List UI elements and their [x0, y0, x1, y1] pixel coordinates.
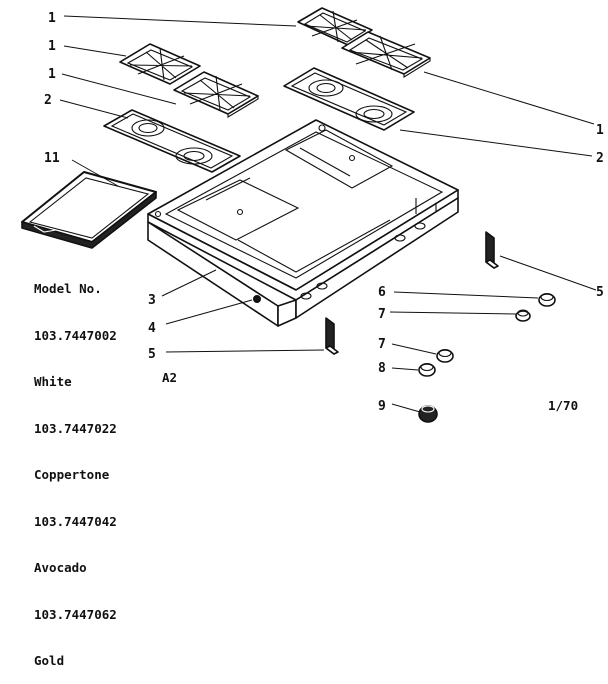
- model-line-8: Gold: [34, 653, 65, 668]
- model-heading: Model No.: [34, 281, 102, 296]
- callout-frame: 3: [148, 293, 156, 308]
- model-line-6: Avocado: [34, 560, 87, 575]
- model-line-4: Coppertone: [34, 467, 110, 482]
- callout-grate-right-top: 1: [48, 11, 56, 26]
- model-line-1: 103.7447002: [34, 327, 117, 343]
- callout-knob-b: 7: [378, 307, 386, 322]
- model-line-2: White: [34, 374, 72, 389]
- clip-part: [253, 295, 261, 303]
- exploded-parts-diagram: 1 1 1 2 11 1 2 3 4 5 5 6 7 7 8 9: [21, 7, 604, 423]
- callout-clip: 4: [148, 321, 156, 336]
- callout-burner-pan-left: 2: [44, 93, 52, 108]
- burner-pan-left: [103, 109, 241, 173]
- callout-knob-e: 9: [378, 399, 386, 414]
- model-info-block: Model No. 103.7447002 White 103.7447022 …: [34, 250, 117, 684]
- callout-burner-pan-right: 2: [596, 151, 604, 166]
- bracket-left-part: [325, 317, 339, 355]
- callout-grate-left-upper: 1: [48, 39, 56, 54]
- callout-panel: 11: [44, 151, 60, 166]
- callout-bracket-right: 5: [596, 285, 604, 300]
- callout-knob-a: 6: [378, 285, 386, 300]
- callout-bracket-left: 5: [148, 347, 156, 362]
- bracket-right-part: [485, 231, 499, 269]
- callout-grate-right-edge: 1: [596, 123, 604, 138]
- grate-right-pair: [297, 7, 431, 78]
- model-line-3: 103.7447022: [34, 420, 117, 436]
- panel-part: [21, 171, 157, 249]
- grate-left-pair: [119, 43, 259, 118]
- burner-pan-right: [283, 67, 415, 131]
- knob-8-part: [418, 362, 436, 377]
- model-line-7: 103.7447062: [34, 606, 117, 622]
- callout-grate-left-lower: 1: [48, 67, 56, 82]
- view-code: A2: [162, 370, 178, 385]
- leader-lines: [59, 15, 597, 413]
- date-code: 1/70: [548, 398, 579, 413]
- callout-knob-d: 8: [378, 361, 386, 376]
- range-top-frame: [147, 119, 459, 327]
- callout-knob-c: 7: [378, 337, 386, 352]
- knob-6-part: [538, 292, 556, 307]
- knob-9-part: [418, 405, 438, 423]
- knob-7a-part: [515, 309, 531, 322]
- knob-7b-part: [436, 348, 454, 363]
- model-line-5: 103.7447042: [34, 513, 117, 529]
